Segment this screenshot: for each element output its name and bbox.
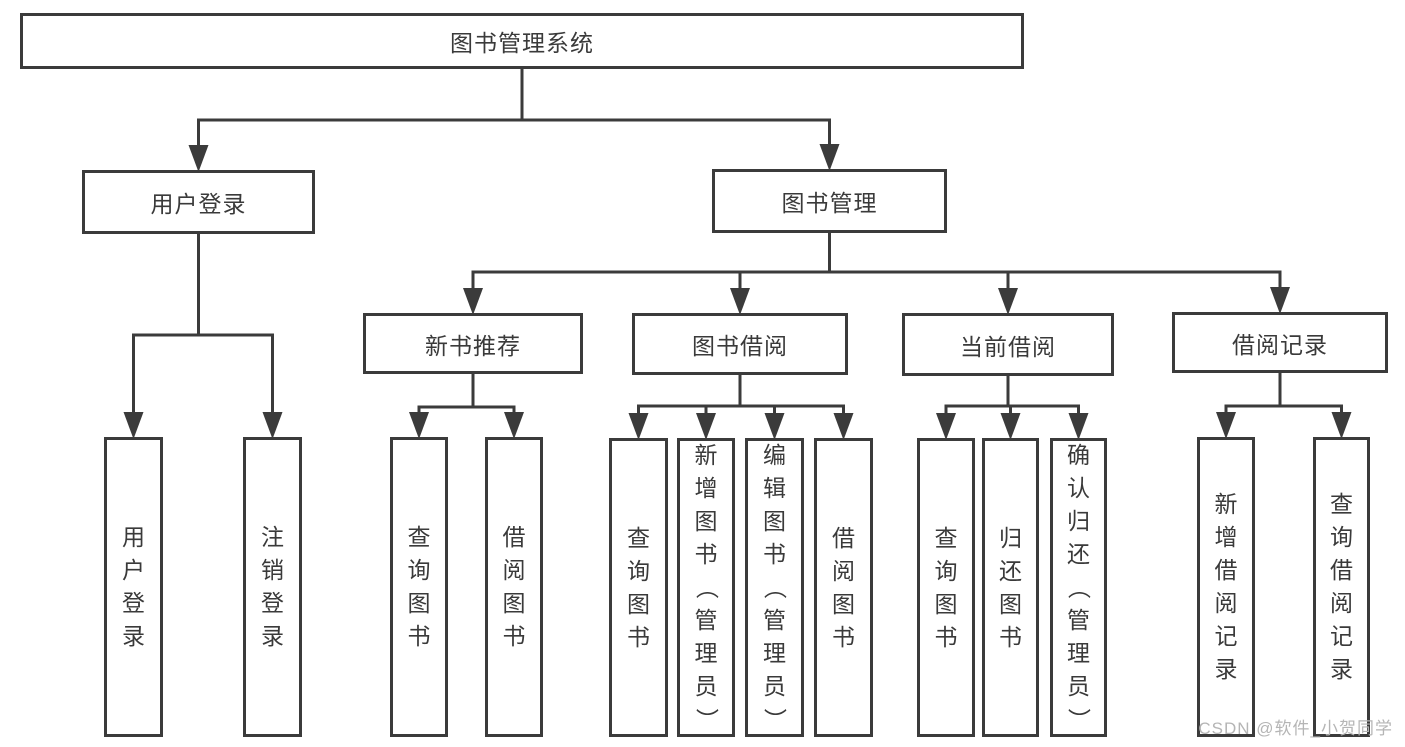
arrowhead-icon (833, 413, 854, 440)
node-label: 确认归还（管理员） (1066, 442, 1092, 732)
arrowhead-icon (1000, 413, 1021, 440)
node-label: 用户登录 (122, 524, 145, 649)
node-label: 借阅图书 (832, 524, 855, 650)
node-label: 图书管理系统 (450, 30, 594, 56)
diagram-node-leaf-logout: 注销登录 (243, 437, 302, 737)
node-label: 查询图书 (934, 524, 958, 650)
arrowhead-icon (730, 288, 750, 315)
arrowhead-icon (696, 413, 716, 440)
node-label: 当前借阅 (960, 333, 1056, 360)
diagram-node-current-borrow: 当前借阅 (902, 313, 1114, 376)
arrowhead-icon (1331, 412, 1352, 439)
node-label: 借阅记录 (1232, 331, 1328, 358)
diagram-node-leaf-bb-query: 查询图书 (609, 438, 668, 737)
arrowhead-icon (936, 413, 956, 440)
arrowhead-icon (1270, 287, 1290, 314)
arrowhead-icon (188, 145, 209, 172)
arrowhead-icon (819, 144, 840, 171)
node-label: 图书管理 (781, 190, 878, 216)
node-label: 借阅图书 (502, 524, 526, 649)
diagram-node-leaf-cb-confirm: 确认归还（管理员） (1050, 438, 1107, 737)
diagram-node-borrow-records: 借阅记录 (1172, 312, 1388, 373)
node-label: 图书借阅 (692, 333, 788, 359)
diagram-node-book-mgmt: 图书管理 (712, 169, 947, 233)
node-label: 新增图书（管理员） (693, 442, 720, 732)
diagram-node-leaf-br-add: 新增借阅记录 (1197, 437, 1255, 737)
diagram-node-user-login-group: 用户登录 (82, 170, 315, 234)
node-label: 新增借阅记录 (1214, 491, 1238, 682)
node-label: 新书推荐 (425, 332, 521, 359)
arrowhead-icon (628, 413, 649, 440)
diagram-node-leaf-nb-query: 查询图书 (390, 437, 448, 737)
diagram-node-leaf-user-login: 用户登录 (104, 437, 163, 737)
node-label: 查询图书 (627, 524, 650, 650)
arrowhead-icon (409, 412, 429, 439)
diagram-node-leaf-cb-query: 查询图书 (917, 438, 975, 737)
node-label: 查询图书 (407, 524, 431, 649)
diagram-node-book-borrow: 图书借阅 (632, 313, 848, 375)
diagram-node-leaf-nb-borrow: 借阅图书 (485, 437, 543, 737)
arrowhead-icon (463, 288, 483, 315)
diagram-node-leaf-bb-borrow: 借阅图书 (814, 438, 873, 737)
diagram-node-leaf-bb-edit: 编辑图书（管理员） (745, 438, 804, 737)
node-label: 查询借阅记录 (1330, 491, 1353, 682)
watermark: CSDN @软件_小贺同学 (1198, 719, 1393, 738)
diagram-node-leaf-bb-add: 新增图书（管理员） (677, 438, 735, 737)
arrowhead-icon (998, 288, 1018, 315)
diagram-node-leaf-cb-return: 归还图书 (982, 438, 1039, 737)
diagram-node-leaf-br-query: 查询借阅记录 (1313, 437, 1370, 737)
arrowhead-icon (764, 413, 785, 440)
arrowhead-icon (504, 412, 524, 439)
node-label: 注销登录 (261, 524, 284, 649)
arrowhead-icon (262, 412, 283, 439)
arrowhead-icon (1216, 412, 1236, 439)
diagram-node-root: 图书管理系统 (20, 13, 1024, 69)
node-label: 用户登录 (150, 191, 247, 217)
node-label: 归还图书 (999, 524, 1022, 650)
node-label: 编辑图书（管理员） (762, 442, 788, 732)
arrowhead-icon (1068, 413, 1089, 440)
arrowhead-icon (123, 412, 144, 439)
diagram-node-new-book-rec: 新书推荐 (363, 313, 583, 374)
